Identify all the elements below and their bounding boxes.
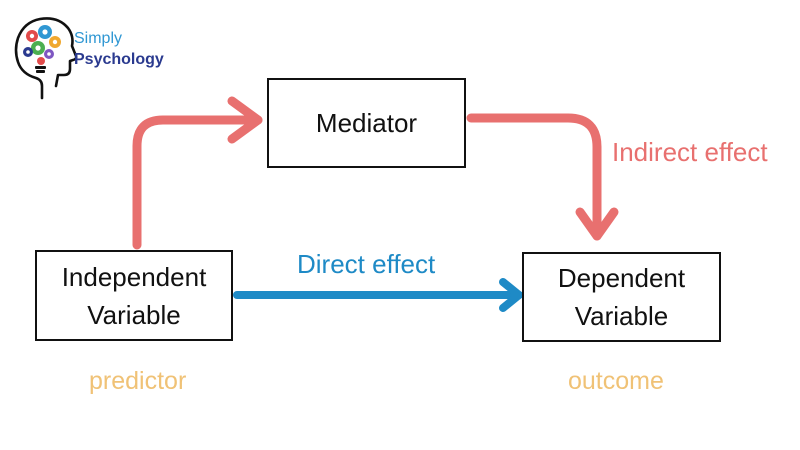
independent-variable-box: Independent Variable xyxy=(35,250,233,341)
dependent-variable-box: Dependent Variable xyxy=(522,252,721,342)
logo-text-simply: Simply xyxy=(74,30,123,47)
indirect-arrowhead-dependent xyxy=(575,207,619,241)
indirect-arrow-to-mediator xyxy=(132,115,263,250)
mediator-box: Mediator xyxy=(267,78,466,168)
logo-text-psychology: Psychology xyxy=(74,51,164,68)
indirect-arrow-to-dependent xyxy=(466,113,602,241)
dependent-variable-label-line2: Variable xyxy=(574,301,669,331)
indirect-arrowhead-mediator xyxy=(227,96,263,144)
head-gears-icon xyxy=(14,17,78,100)
independent-variable-label-line2: Variable xyxy=(87,299,181,330)
mediator-label: Mediator xyxy=(315,108,418,138)
simply-psychology-logo: Simply Psychology xyxy=(8,14,178,100)
direct-arrowhead xyxy=(499,278,523,312)
indirect-effect-label: Indirect effect xyxy=(612,137,768,167)
direct-effect-label: Direct effect xyxy=(297,249,436,279)
predictor-label: predictor xyxy=(89,367,187,395)
independent-variable-label-line1: Independent xyxy=(61,261,207,292)
outcome-label: outcome xyxy=(568,367,664,395)
dependent-variable-label-line1: Dependent xyxy=(557,263,686,293)
